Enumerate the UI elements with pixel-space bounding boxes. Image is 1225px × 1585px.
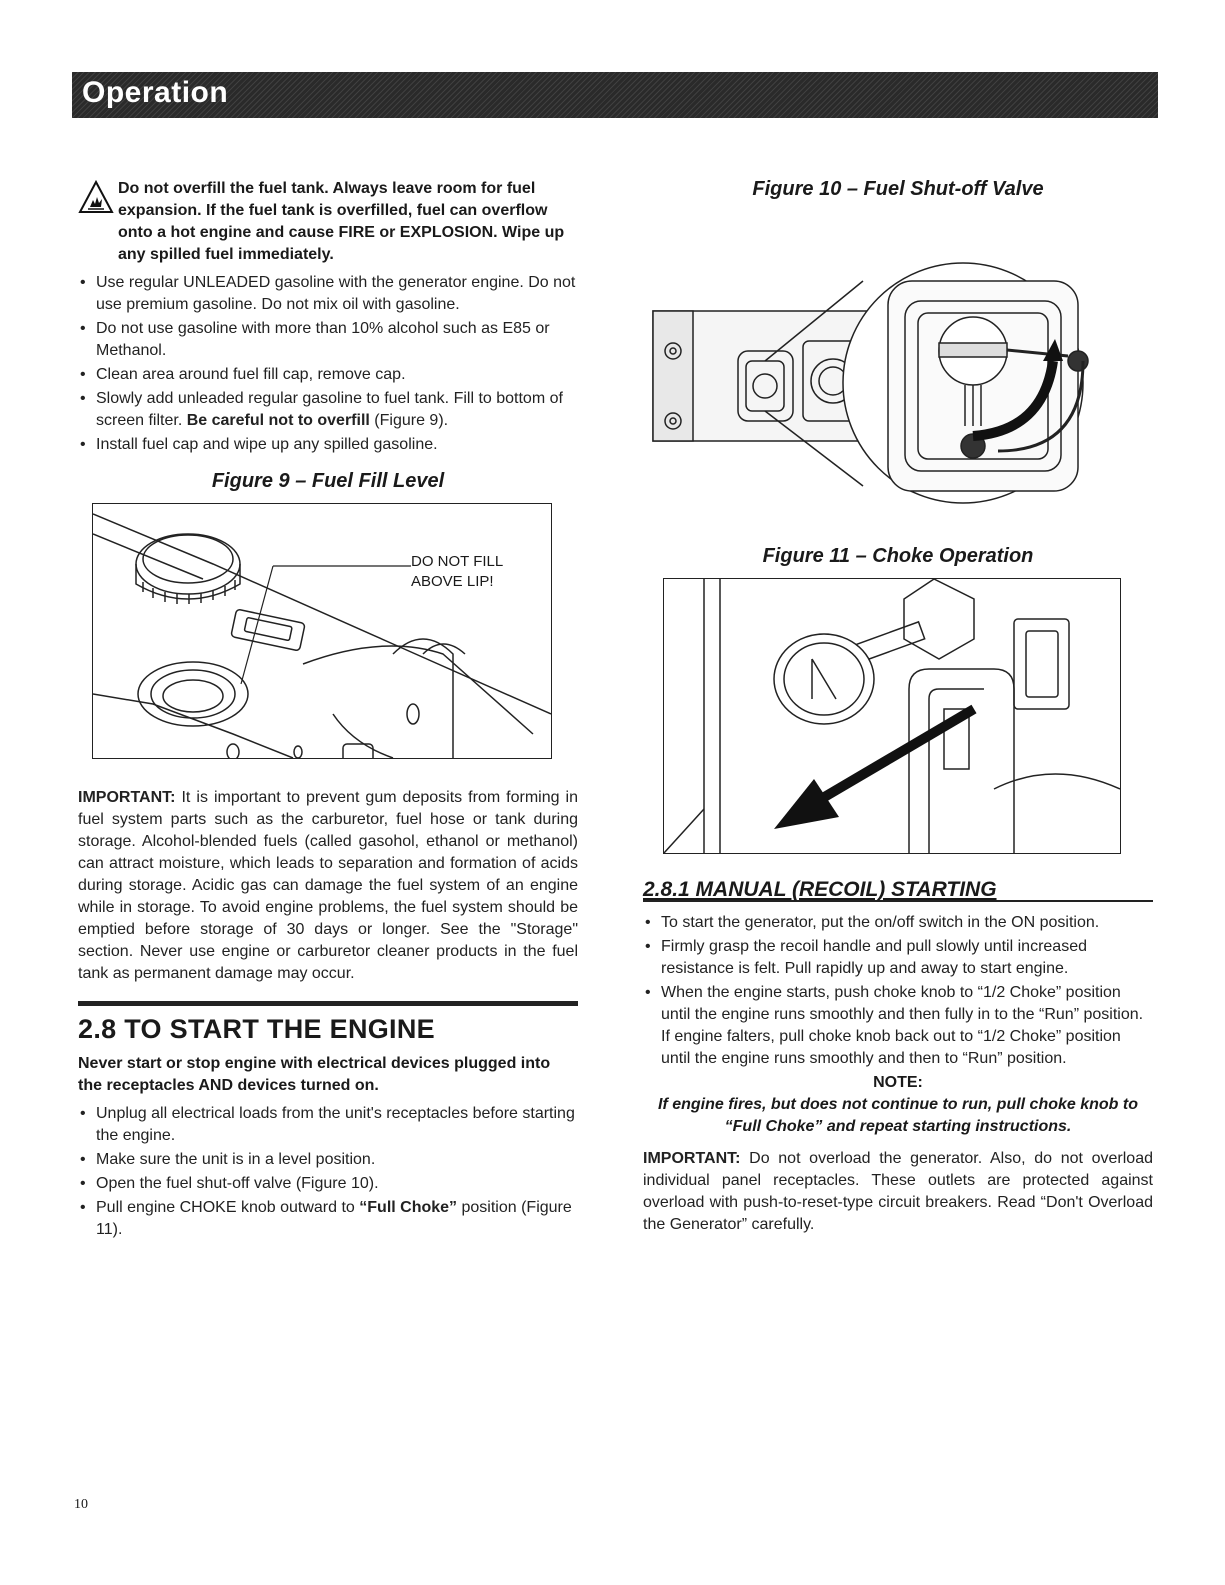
important-text: It is important to prevent gum deposits … xyxy=(78,789,578,982)
important-text: Do not overload the generator. Also, do … xyxy=(643,1150,1153,1233)
figure-10-fuel-valve xyxy=(643,211,1153,511)
important-overload-paragraph: IMPORTANT: Do not overload the generator… xyxy=(643,1148,1153,1236)
important-storage-paragraph: IMPORTANT: It is important to prevent gu… xyxy=(78,787,578,985)
figure-9-fuel-fill: DO NOT FILL ABOVE LIP! xyxy=(92,503,552,759)
figure-11-caption: Figure 11 – Choke Operation xyxy=(762,545,1034,567)
section-2-8-title: 2.8 TO START THE ENGINE xyxy=(78,1014,435,1044)
list-item: When the engine starts, push choke knob … xyxy=(643,982,1153,1070)
list-item: Open the fuel shut-off valve (Figure 10)… xyxy=(78,1173,578,1195)
section-banner: Operation xyxy=(72,72,1158,118)
choke-knob-illustration xyxy=(664,579,1120,853)
list-item: Use regular UNLEADED gasoline with the g… xyxy=(78,272,578,316)
important-label: IMPORTANT: xyxy=(78,789,176,806)
recoil-start-list: To start the generator, put the on/off s… xyxy=(643,912,1153,1070)
explosion-warning-icon xyxy=(78,180,114,213)
fuel-instructions-list: Use regular UNLEADED gasoline with the g… xyxy=(78,272,578,456)
fuel-warning: Do not overfill the fuel tank. Always le… xyxy=(78,178,578,266)
list-item: Install fuel cap and wipe up any spilled… xyxy=(78,434,578,456)
list-item: Slowly add unleaded regular gasoline to … xyxy=(78,388,578,432)
section-2-8-1-rule xyxy=(643,900,1153,902)
fuel-warning-text: Do not overfill the fuel tank. Always le… xyxy=(118,180,565,263)
note-heading: NOTE: xyxy=(873,1074,923,1091)
list-item: Unplug all electrical loads from the uni… xyxy=(78,1103,578,1147)
important-label: IMPORTANT: xyxy=(643,1150,741,1167)
banner-title: Operation xyxy=(82,76,229,109)
fill-level-label-line2: ABOVE LIP! xyxy=(411,573,494,590)
fuel-tank-illustration xyxy=(93,513,551,758)
list-item-text: Slowly add unleaded regular gasoline to … xyxy=(96,390,563,429)
list-item: Firmly grasp the recoil handle and pull … xyxy=(643,936,1153,980)
section-2-8-warning: Never start or stop engine with electric… xyxy=(78,1055,551,1094)
figure-9-caption: Figure 9 – Fuel Fill Level xyxy=(211,470,445,492)
overfill-emphasis: Be careful not to overfill xyxy=(186,412,370,429)
section-divider xyxy=(78,1001,578,1006)
fuel-valve-illustration xyxy=(652,262,1089,504)
list-item-text: position (Figure 11). xyxy=(96,1199,572,1238)
list-item: Pull engine CHOKE knob outward to “Full … xyxy=(78,1197,578,1241)
section-2-8-1: 2.8.1 MANUAL (RECOIL) STARTING xyxy=(643,878,1153,902)
note-text: If engine fires, but does not continue t… xyxy=(658,1096,1138,1135)
figure-10-caption: Figure 10 – Fuel Shut-off Valve xyxy=(752,178,1044,200)
right-column: Figure 10 – Fuel Shut-off Valve xyxy=(643,178,1153,1236)
page-number: 10 xyxy=(74,1497,88,1512)
list-item: Clean area around fuel fill cap, remove … xyxy=(78,364,578,386)
full-choke-emphasis: “Full Choke” xyxy=(359,1199,458,1216)
left-column: Do not overfill the fuel tank. Always le… xyxy=(78,178,578,1243)
list-item: Do not use gasoline with more than 10% a… xyxy=(78,318,578,362)
list-item: Make sure the unit is in a level positio… xyxy=(78,1149,578,1171)
figure-11-choke xyxy=(663,578,1121,854)
list-item-text: Pull engine CHOKE knob outward to xyxy=(96,1199,360,1216)
list-item: To start the generator, put the on/off s… xyxy=(643,912,1153,934)
section-2-8-1-title: 2.8.1 MANUAL (RECOIL) STARTING xyxy=(643,878,997,901)
fill-level-label-line1: DO NOT FILL xyxy=(411,553,504,570)
start-engine-list: Unplug all electrical loads from the uni… xyxy=(78,1103,578,1241)
fill-level-label: DO NOT FILL ABOVE LIP! xyxy=(411,552,503,592)
list-item-text: (Figure 9). xyxy=(369,412,449,429)
